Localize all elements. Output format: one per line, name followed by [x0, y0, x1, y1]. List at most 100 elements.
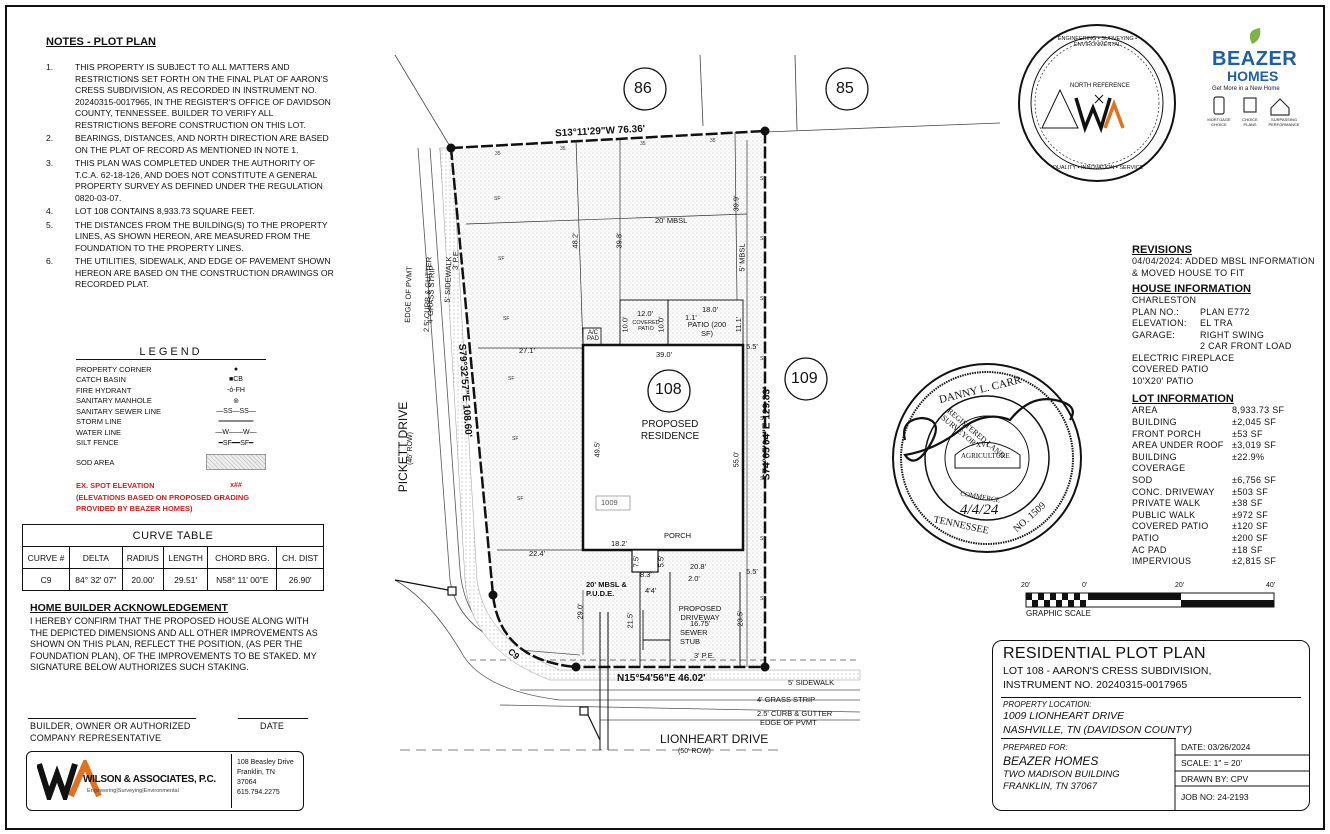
lot-row: PUBLIC WALK±972 SF: [1132, 509, 1269, 520]
lot-109-label: 109: [791, 370, 818, 387]
lot-circles: [623, 67, 869, 413]
wilson-associates-box: WILSON & ASSOCIATES, P.C. Engineering|Su…: [26, 751, 304, 811]
lot-row: IMPERVIOUS±2,815 SF: [1132, 556, 1277, 567]
scale-tick: 40': [1266, 582, 1276, 589]
beazer-plans: CHOICE PLANS: [1242, 117, 1258, 127]
house-info-title: HOUSE INFORMATION: [1132, 283, 1251, 295]
bottom-sidewalk-label: 5' SIDEWALK: [788, 678, 835, 687]
svg-text:SF: SF: [508, 376, 514, 382]
lionheart-row-label: (50' ROW): [678, 748, 711, 755]
divider: [1001, 697, 1301, 698]
info-panel: REVISIONS 04/04/2024: ADDED MBSL INFORMA…: [1132, 240, 1322, 568]
note-item: 1.THIS PROPERTY IS SUBJECT TO ALL MATTER…: [46, 62, 336, 131]
elevation-note: (ELEVATIONS BASED ON PROPOSED GRADING PR…: [76, 492, 250, 513]
legend-row: FIRE HYDRANT-ó-FH: [76, 385, 266, 396]
divider: [231, 754, 232, 808]
dim-label: 12.0': [637, 309, 654, 318]
covered-patio-label: COVERED PATIO: [632, 320, 660, 332]
bottom-curb-label: 2.5' CURB & GUTTER: [757, 709, 833, 718]
legend-row: SILT FENCE━SF━━SF━: [76, 438, 266, 449]
wilson-logo-icon: [37, 760, 102, 800]
signature-line[interactable]: [28, 718, 196, 719]
bottom-grass-label: 4' GRASS STRIP: [757, 695, 816, 704]
plan-subtitle-1: LOT 108 - AARON'S CRESS SUBDIVISION,: [1003, 665, 1212, 677]
beazer-name: BEAZER: [1212, 48, 1298, 70]
lot-row: PATIO±200 SF: [1132, 532, 1269, 543]
seal-arc-top: ENGINEERING • SURVEYING • ENVIRONMENTAL: [1057, 36, 1138, 48]
beazer-mortgage: MORTGAGE CHOICE: [1207, 117, 1231, 127]
residence-label: PROPOSED RESIDENCE: [640, 419, 700, 442]
lot-108-label: 108: [655, 381, 682, 398]
svg-text:SF: SF: [494, 196, 500, 202]
dim-label: 10.0': [620, 316, 630, 333]
house-row: ELEVATION:EL TRA: [1132, 318, 1233, 329]
wilson-address: 108 Beasley Drive Franklin, TN 37064 615…: [237, 759, 294, 796]
lot-row: BUILDING COVERAGE±22.9%: [1132, 451, 1265, 474]
house-row: PLAN NO.:PLAN E772: [1132, 306, 1250, 317]
lot-86-label: 86: [634, 80, 652, 97]
note-text: LOT 108 CONTAINS 8,933.73 SQUARE FEET.: [75, 206, 255, 216]
property-corner-icon: ●: [233, 365, 239, 373]
bottom-edge-label: EDGE OF PVMT: [760, 718, 817, 727]
dim-label: 11.1': [734, 316, 744, 333]
location-line-1: 1009 LIONHEART DRIVE: [1003, 710, 1125, 722]
dim-label: 23.5': [735, 610, 745, 627]
porch: [631, 549, 659, 573]
svg-text:SF: SF: [498, 256, 504, 262]
sidewalk-area: [439, 147, 861, 681]
house-row: GARAGE:RIGHT SWING: [1132, 329, 1265, 340]
dim-label: 29.0': [575, 603, 585, 620]
south-line-bearing: N15°54'56"E 46.02': [617, 673, 706, 684]
lot-info-title: LOT INFORMATION: [1132, 393, 1234, 406]
dim-label: 20.8': [690, 562, 707, 571]
house-model: CHARLESTON: [1132, 295, 1197, 305]
date-line[interactable]: [238, 718, 308, 719]
wilson-tagline: Engineering|Surveying|Environmental: [87, 788, 179, 794]
beazer-homes: HOMES: [1227, 68, 1279, 84]
silt-fence-icon: ━SF━━SF━: [218, 439, 254, 447]
wilson-name: WILSON & ASSOCIATES, P.C.: [83, 774, 216, 785]
ac-pad-label: A/C PAD: [587, 330, 599, 342]
svg-text:SF: SF: [760, 176, 766, 182]
storm-line-icon: ═══════: [218, 418, 254, 426]
note-text: THE UTILITIES, SIDEWALK, AND EDGE OF PAV…: [75, 256, 334, 289]
notes-title: NOTES - PLOT PLAN: [46, 36, 156, 48]
wilson-seal: [1018, 24, 1176, 182]
title-scale: SCALE: 1" = 20': [1181, 758, 1243, 768]
lot-85-label: 85: [836, 80, 854, 97]
pickett-row-label: (46' ROW): [406, 432, 414, 465]
title-block: RESIDENTIAL PLOT PLAN LOT 108 - AARON'S …: [992, 640, 1310, 811]
lot-row: CONC. DRIVEWAY±503 SF: [1132, 486, 1269, 497]
lot-row: BUILDING±2,045 SF: [1132, 416, 1277, 427]
svg-text:35: 35: [640, 141, 646, 147]
sewer-stub-label: SEWER STUB: [680, 628, 708, 646]
title-block-rules: [1174, 738, 1310, 811]
lot-row: COVERED PATIO±120 SF: [1132, 521, 1269, 532]
svg-text:35: 35: [560, 146, 566, 152]
lot-row: SOD±6,756 SF: [1132, 474, 1277, 485]
stamp-date: 4/4/24: [960, 502, 999, 518]
graphic-scale: [1025, 592, 1275, 608]
scale-tick: 20': [1021, 582, 1031, 589]
dim-label: 7.5': [631, 555, 641, 568]
note-item: 5.THE DISTANCES FROM THE BUILDING(S) TO …: [46, 220, 336, 255]
sewer-line-icon: —SS—SS—: [216, 407, 256, 415]
surveyor-stamp: [892, 363, 1082, 553]
dim-label: 5.5': [746, 567, 758, 576]
catch-basin-icon: ■CB: [229, 376, 243, 384]
legend-row: STORM LINE═══════: [76, 417, 266, 428]
stamp-agriculture: AGRICULTURE: [961, 452, 1010, 460]
notes-section: NOTES - PLOT PLAN 1.THIS PROPERTY IS SUB…: [46, 36, 336, 293]
dim-label: 8.3': [640, 570, 652, 579]
dim-label: 2.0': [688, 574, 700, 583]
plan-code: 1009: [601, 498, 618, 507]
porch-label: PORCH: [664, 531, 692, 540]
seal-arc-bottom: QUALITY • INNOVATION • SERVICE: [1052, 165, 1144, 171]
dim-label: 5.5': [656, 555, 666, 568]
fire-hydrant-icon: -ó-FH: [227, 386, 245, 394]
driveway-label: PROPOSED DRIVEWAY: [678, 604, 722, 622]
note-item: 2.BEARINGS, DISTANCES, AND NORTH DIRECTI…: [46, 133, 336, 156]
